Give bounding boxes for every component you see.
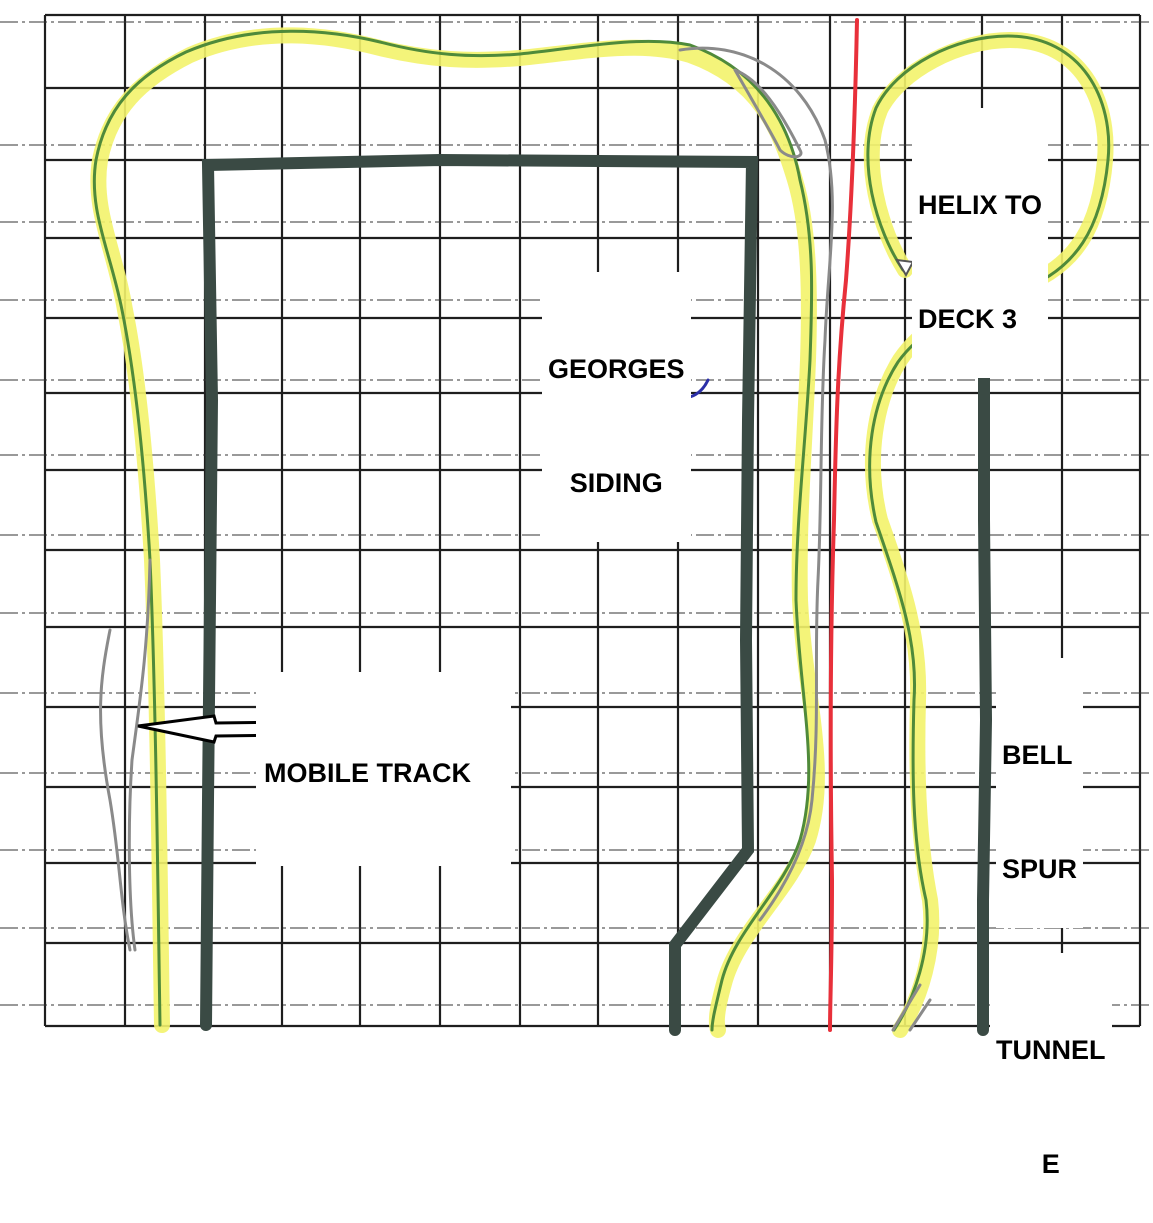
tunnel-label-line-2: E (1041, 1149, 1060, 1179)
georges-siding-label-line-1: GEORGES (548, 354, 685, 384)
helix-label: HELIX TO DECK 3 (912, 108, 1049, 378)
pencil-lines (99, 46, 932, 1032)
helix-label-line-1: HELIX TO (918, 190, 1043, 220)
bell-spur-label-line-1: BELL (1002, 740, 1073, 770)
red-line (828, 18, 859, 1032)
bell-spur-track (977, 324, 993, 1036)
georges-siding-label: GEORGES SIDING (542, 272, 691, 542)
bell-spur-label-line-2: SPUR (1002, 854, 1078, 884)
tunnel-label: TUNNEL E (990, 953, 1112, 1223)
georges-siding-label-line-2: SIDING (569, 468, 663, 498)
helix-label-line-2: DECK 3 (918, 304, 1018, 334)
main-track (200, 153, 759, 1036)
mobile-track-label-text: MOBILE TRACK (264, 758, 471, 788)
down-arrow-icon (895, 258, 915, 278)
mobile-track-label: MOBILE TRACK (256, 672, 511, 866)
tunnel-label-line-1: TUNNEL (996, 1035, 1106, 1065)
bell-spur-label: BELL SPUR (996, 658, 1084, 928)
